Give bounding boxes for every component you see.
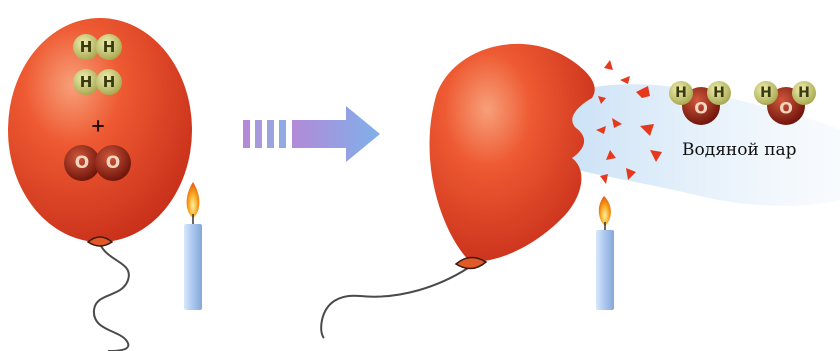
candle-body	[184, 224, 202, 310]
atom-label-h: H	[80, 38, 93, 56]
intact-balloon: H H H H + O O	[8, 18, 192, 351]
atom-label-h: H	[103, 38, 116, 56]
candle	[184, 182, 202, 310]
balloon-string	[94, 244, 129, 351]
atom-label-h: H	[760, 85, 772, 101]
atom-label-o: O	[779, 99, 793, 118]
water-vapor-caption: Водяной пар	[682, 140, 797, 160]
plus-sign: +	[90, 116, 105, 137]
atom-label-o: O	[694, 99, 708, 118]
flame-icon	[599, 196, 611, 226]
reaction-arrow	[243, 106, 380, 162]
balloon-string	[321, 268, 468, 338]
atom-label-h: H	[103, 73, 116, 91]
candle	[596, 196, 614, 310]
atom-label-h: H	[80, 73, 93, 91]
atom-label-h: H	[675, 85, 687, 101]
flame-icon	[187, 182, 200, 218]
arrow-head	[292, 106, 380, 162]
atom-label-o: O	[75, 153, 89, 173]
balloon-knot	[456, 257, 486, 268]
balloon-body	[430, 44, 595, 262]
atom-label-h: H	[798, 85, 810, 101]
atom-label-h: H	[713, 85, 725, 101]
candle-body	[596, 230, 614, 310]
atom-label-o: O	[106, 153, 120, 173]
